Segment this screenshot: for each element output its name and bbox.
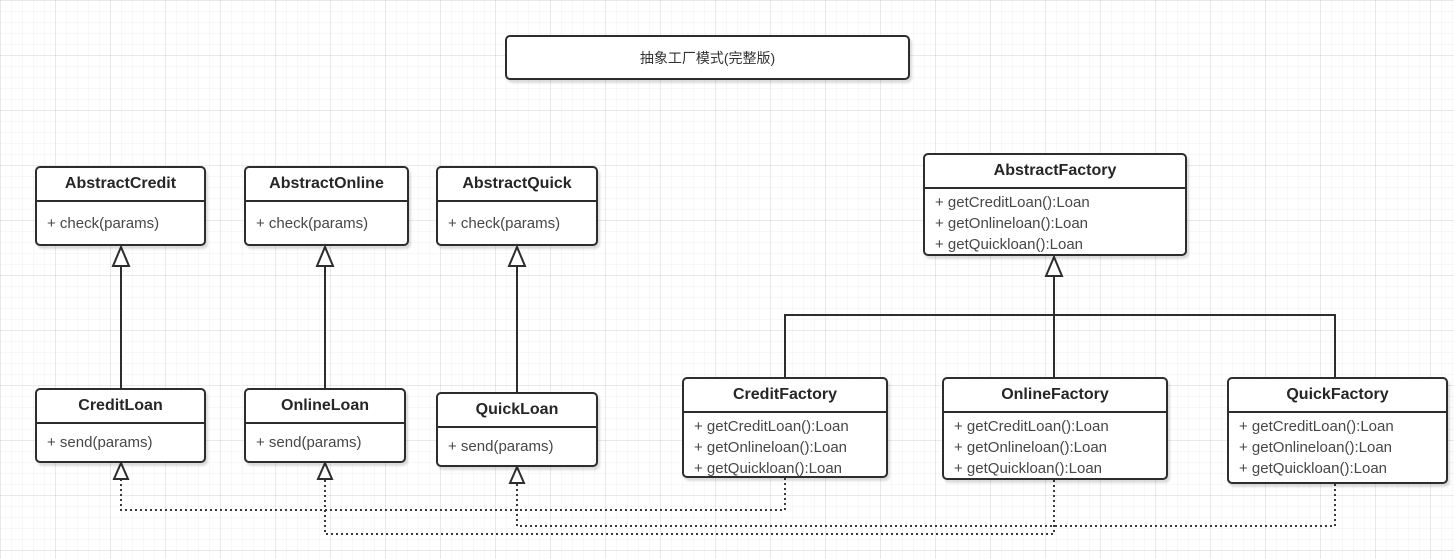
class-method: + getOnlineloan():Loan: [954, 439, 1108, 456]
class-method: + getCreditLoan():Loan: [694, 418, 849, 435]
class-method: + getQuickloan():Loan: [935, 236, 1084, 253]
class-name: AbstractOnline: [246, 168, 407, 202]
class-method: + getCreditLoan():Loan: [954, 418, 1109, 435]
class-method: + getCreditLoan():Loan: [1239, 418, 1394, 435]
class-name: OnlineFactory: [944, 379, 1166, 413]
dependency-arrow-quickfactory-quickloan[interactable]: [508, 464, 1336, 527]
class-name: CreditLoan: [37, 390, 204, 424]
class-method: + getQuickloan():Loan: [694, 460, 843, 477]
class-method: + getOnlineloan():Loan: [935, 215, 1089, 232]
class-method: + check(params): [256, 214, 369, 232]
diagram-title-box[interactable]: 抽象工厂模式(完整版): [505, 35, 910, 80]
class-method: + getOnlineloan():Loan: [694, 439, 848, 456]
class-method: + send(params): [47, 434, 153, 451]
class-box-abstractquick[interactable]: AbstractQuick + check(params): [436, 166, 598, 246]
class-name: AbstractCredit: [37, 168, 204, 202]
class-box-abstractonline[interactable]: AbstractOnline + check(params): [244, 166, 409, 246]
class-method: + send(params): [448, 438, 554, 455]
class-name: QuickLoan: [438, 394, 596, 428]
class-method: + getCreditLoan():Loan: [935, 194, 1090, 211]
class-method: + check(params): [47, 214, 160, 232]
class-name: OnlineLoan: [246, 390, 404, 424]
class-box-creditfactory[interactable]: CreditFactory + getCreditLoan():Loan + g…: [682, 377, 888, 478]
class-box-quickloan[interactable]: QuickLoan + send(params): [436, 392, 598, 467]
class-method: + getQuickloan():Loan: [1239, 460, 1388, 477]
class-name: QuickFactory: [1229, 379, 1446, 413]
class-name: AbstractFactory: [925, 155, 1185, 189]
inheritance-arrow-factories-abstractfactory[interactable]: [784, 254, 1336, 377]
class-box-onlineloan[interactable]: OnlineLoan + send(params): [244, 388, 406, 463]
inheritance-arrow-onlineloan-abstractonline[interactable]: [315, 244, 335, 388]
inheritance-arrow-quickloan-abstractquick[interactable]: [507, 244, 527, 392]
class-box-creditloan[interactable]: CreditLoan + send(params): [35, 388, 206, 463]
class-method: + getQuickloan():Loan: [954, 460, 1103, 477]
class-box-quickfactory[interactable]: QuickFactory + getCreditLoan():Loan + ge…: [1227, 377, 1448, 484]
dependency-arrow-onlinefactory-onlineloan[interactable]: [316, 460, 1055, 535]
class-box-abstractfactory[interactable]: AbstractFactory + getCreditLoan():Loan +…: [923, 153, 1187, 256]
class-method: + send(params): [256, 434, 362, 451]
class-box-onlinefactory[interactable]: OnlineFactory + getCreditLoan():Loan + g…: [942, 377, 1168, 480]
class-box-abstractcredit[interactable]: AbstractCredit + check(params): [35, 166, 206, 246]
dependency-arrow-creditfactory-creditloan[interactable]: [112, 460, 786, 511]
class-method: + getOnlineloan():Loan: [1239, 439, 1393, 456]
class-method: + check(params): [448, 214, 561, 232]
diagram-title: 抽象工厂模式(完整版): [639, 49, 776, 66]
class-name: CreditFactory: [684, 379, 886, 413]
class-name: AbstractQuick: [438, 168, 596, 202]
inheritance-arrow-creditloan-abstractcredit[interactable]: [111, 244, 131, 388]
